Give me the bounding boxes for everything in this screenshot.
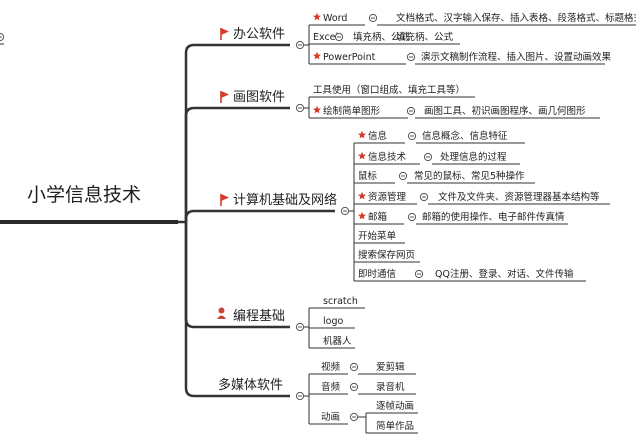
sub-topic: 爱剪辑 bbox=[376, 361, 405, 373]
star-icon bbox=[358, 211, 366, 220]
child-topic: 信息技术 bbox=[368, 151, 407, 163]
star-icon bbox=[313, 12, 321, 21]
child-topic: logo bbox=[323, 316, 343, 327]
branch-topic: 多媒体软件 bbox=[218, 377, 283, 393]
red-flag-icon bbox=[220, 28, 229, 40]
child-topic: Excel bbox=[313, 32, 338, 43]
child-collapse-toggle[interactable] bbox=[414, 269, 424, 279]
desc-text: QQ注册、登录、对话、文件传输 bbox=[435, 268, 574, 280]
desc-text: 填充柄、公式 bbox=[396, 31, 454, 43]
desc-text: 邮箱的使用操作、电子邮件传真情 bbox=[422, 211, 565, 223]
star-icon bbox=[358, 151, 366, 160]
branch-topic: 编程基础 bbox=[233, 309, 285, 324]
branch-connector bbox=[184, 222, 290, 398]
child-collapse-toggle[interactable] bbox=[398, 171, 408, 181]
child-topic: scratch bbox=[323, 296, 358, 307]
person-body bbox=[217, 315, 226, 319]
sub-topic: 简单作品 bbox=[376, 420, 414, 432]
child-topic: 鼠标 bbox=[358, 170, 378, 182]
child-topic: 视频 bbox=[321, 361, 341, 373]
desc-text: 画图工具、初识画图程序、画几何图形 bbox=[424, 105, 586, 117]
child-topic: 机器人 bbox=[323, 335, 352, 347]
child-collapse-toggle[interactable] bbox=[349, 362, 359, 372]
child-collapse-toggle[interactable] bbox=[349, 412, 359, 422]
branch-collapse-toggle[interactable] bbox=[295, 103, 305, 113]
child-collapse-toggle[interactable] bbox=[406, 106, 416, 116]
person-icon bbox=[217, 307, 226, 319]
red-flag-icon bbox=[220, 91, 229, 103]
flag-cloth bbox=[221, 194, 229, 201]
flag-cloth bbox=[221, 91, 229, 98]
desc-text: 常见的鼠标、常见5种操作 bbox=[414, 170, 525, 182]
child-topic: 绘制简单图形 bbox=[323, 105, 381, 117]
star-icon bbox=[358, 130, 366, 139]
child-collapse-toggle[interactable] bbox=[334, 32, 344, 42]
star-icon bbox=[313, 105, 321, 114]
star-icon bbox=[313, 51, 321, 60]
sub-topic: 逐帧动画 bbox=[376, 400, 414, 412]
child-topic: 动画 bbox=[321, 412, 340, 423]
child-collapse-toggle[interactable] bbox=[0, 32, 5, 42]
child-topic: Word bbox=[323, 13, 347, 24]
child-topic: 即时通信 bbox=[358, 268, 396, 280]
child-collapse-toggle[interactable] bbox=[406, 52, 416, 62]
star-icon bbox=[358, 191, 366, 200]
child-topic: 信息 bbox=[368, 130, 387, 142]
branch-collapse-toggle[interactable] bbox=[295, 40, 305, 50]
child-topic: 音频 bbox=[321, 381, 341, 393]
root-topic: 小学信息技术 bbox=[27, 184, 141, 206]
child-collapse-toggle[interactable] bbox=[349, 382, 359, 392]
person-head bbox=[218, 307, 225, 314]
connector-lines bbox=[0, 24, 636, 434]
branch-collapse-toggle[interactable] bbox=[295, 391, 305, 401]
child-topic: PowerPoint bbox=[323, 52, 376, 63]
child-topic: 搜索保存网页 bbox=[358, 249, 415, 261]
branch-connector bbox=[184, 209, 335, 222]
child-collapse-toggle[interactable] bbox=[423, 152, 433, 162]
desc-text: 演示文稿制作流程、插入图片、设置动画效果 bbox=[421, 51, 612, 63]
branch-topic: 计算机基础及网络 bbox=[233, 192, 337, 208]
red-flag-icon bbox=[220, 194, 229, 206]
child-topic: 资源管理 bbox=[368, 191, 407, 203]
sub-topic: 录音机 bbox=[376, 381, 405, 393]
child-collapse-toggle[interactable] bbox=[407, 131, 417, 141]
child-topic: 邮箱 bbox=[368, 211, 387, 223]
branch-topic: 画图软件 bbox=[233, 90, 285, 105]
desc-text: 处理信息的过程 bbox=[440, 151, 507, 163]
branch-connector bbox=[184, 106, 290, 222]
desc-text: 文档格式、汉字输入保存、插入表格、段落格式、标题格式 bbox=[396, 12, 636, 24]
child-collapse-toggle[interactable] bbox=[407, 212, 417, 222]
branch-connector bbox=[184, 43, 290, 222]
branch-topic: 办公软件 bbox=[233, 27, 285, 42]
child-topic: 工具使用（窗口组成、填充工具等） bbox=[313, 84, 465, 96]
branch-collapse-toggle[interactable] bbox=[295, 322, 305, 332]
flag-cloth bbox=[221, 28, 229, 35]
child-collapse-toggle[interactable] bbox=[368, 13, 378, 23]
desc-text: 文件及文件夹、资源管理器基本结构等 bbox=[438, 191, 600, 203]
desc-text: 信息概念、信息特征 bbox=[422, 130, 508, 142]
child-topic: 开始菜单 bbox=[358, 230, 397, 242]
branch-collapse-toggle[interactable] bbox=[340, 206, 350, 216]
child-collapse-toggle[interactable] bbox=[419, 192, 429, 202]
desc-text: 填充柄、公式 bbox=[353, 31, 411, 43]
